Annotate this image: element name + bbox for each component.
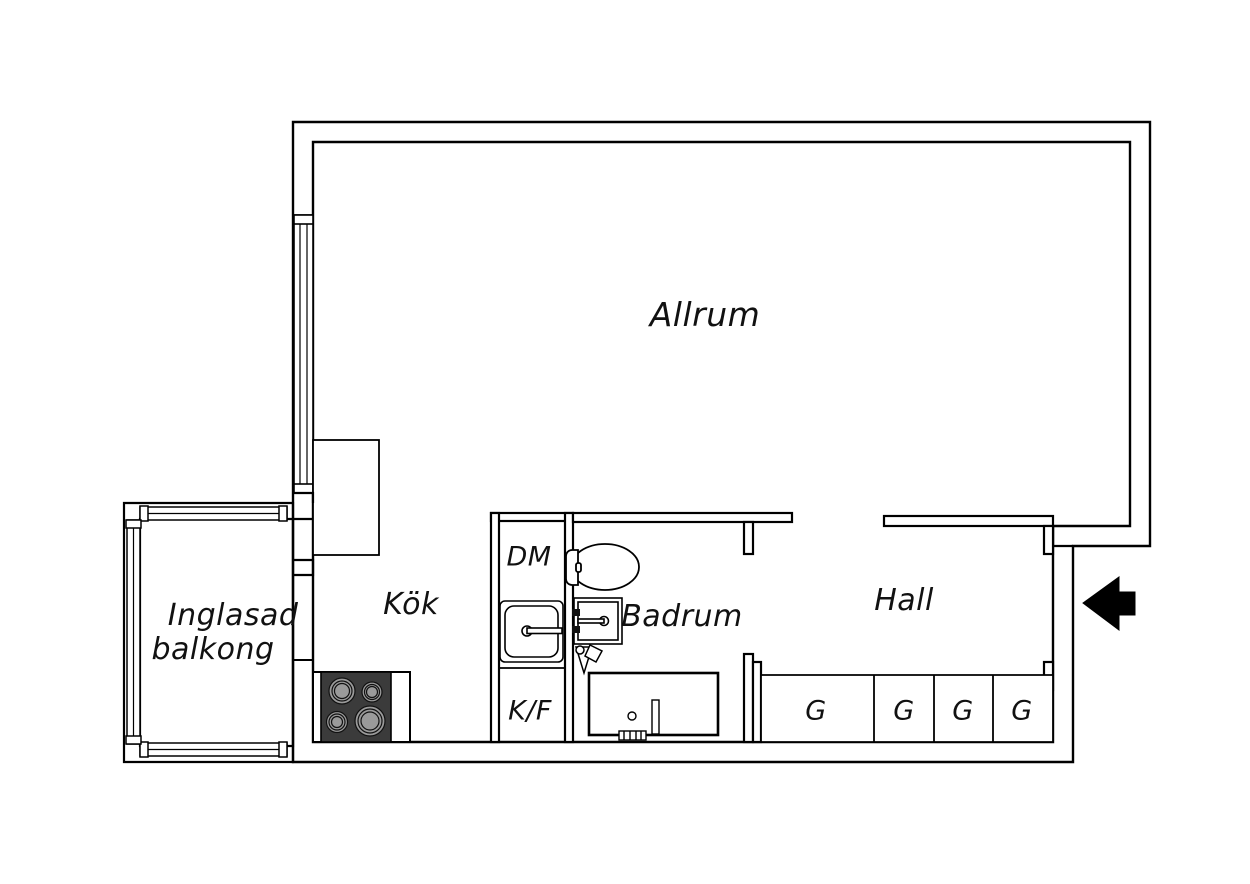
allrum-hall-wall [882, 514, 1073, 556]
hall-closets [760, 674, 1054, 743]
wall-jambs [293, 491, 315, 577]
shower-icon [574, 643, 604, 676]
stove-cooktop-icon [320, 671, 392, 743]
toilet-icon [565, 543, 640, 591]
balcony-door-leaf [312, 439, 380, 556]
balcony-glazing-top [139, 505, 288, 522]
kitchen-sink-icon [499, 600, 564, 663]
allrum-window [293, 214, 314, 494]
interior-walls [489, 511, 794, 744]
balcony-glazing-bottom [139, 741, 288, 758]
balcony-glazing-left [125, 519, 142, 745]
building-outline [291, 120, 1152, 764]
washbasin-icon [572, 597, 623, 645]
bathtub-details [618, 699, 660, 741]
balcony-outline [122, 501, 295, 764]
entrance-arrow-icon [1082, 576, 1136, 631]
